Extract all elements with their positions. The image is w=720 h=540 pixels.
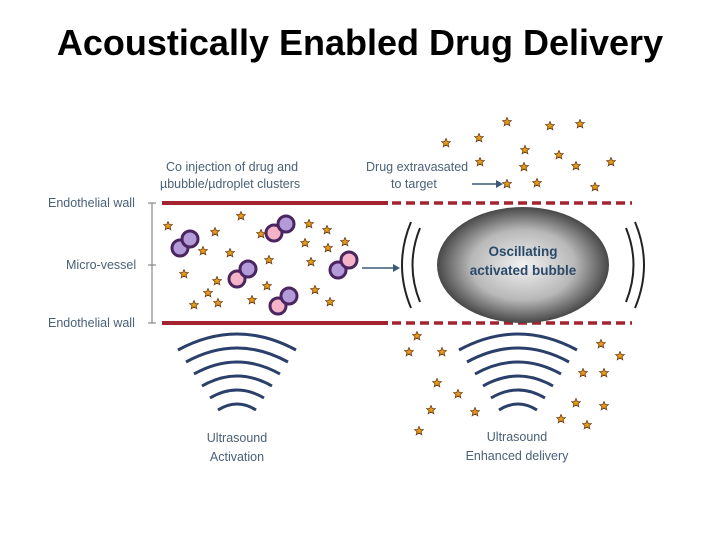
bubble-cluster xyxy=(268,286,299,316)
label-oscillating-1: Oscillating xyxy=(488,244,557,259)
drug-star-icon xyxy=(210,227,220,237)
microbubble-clusters xyxy=(170,214,359,316)
ultrasound-waves-right xyxy=(458,332,578,412)
vessel-bracket xyxy=(148,202,156,324)
drug-star-icon xyxy=(582,420,592,430)
extravasation-arrow xyxy=(472,180,503,188)
drug-star-icon xyxy=(596,339,606,349)
ultrasound-waves-left xyxy=(177,332,297,412)
drug-star-icon xyxy=(412,331,422,341)
drug-star-icon xyxy=(213,298,223,308)
drug-star-icon xyxy=(304,219,314,229)
drug-star-icon xyxy=(502,179,512,189)
drug-star-icon xyxy=(247,295,257,305)
bubble-cluster xyxy=(264,214,296,243)
drug-star-icon xyxy=(325,297,335,307)
drug-star-icon xyxy=(256,229,266,239)
bubble-cluster xyxy=(328,250,359,280)
bubble-cluster xyxy=(170,229,200,258)
drug-star-icon xyxy=(554,150,564,160)
label-oscillating-2: activated bubble xyxy=(470,263,577,278)
drug-star-icon xyxy=(575,119,585,129)
drug-star-icon xyxy=(163,221,173,231)
drug-star-icon xyxy=(225,248,235,258)
drug-star-icon xyxy=(322,225,332,235)
label-ultrasound-activation-2: Activation xyxy=(210,450,264,464)
drug-star-icon xyxy=(426,405,436,415)
slide-title: Acoustically Enabled Drug Delivery xyxy=(56,22,664,63)
drug-star-icon xyxy=(502,117,512,127)
drug-star-icon xyxy=(441,138,451,148)
drug-star-icon xyxy=(236,211,246,221)
drug-star-icon xyxy=(262,281,272,291)
label-drug-extravasated-1: Drug extravasated xyxy=(366,160,468,174)
label-co-injection-2: µbubble/µdroplet clusters xyxy=(160,177,300,191)
label-ultrasound-activation-1: Ultrasound xyxy=(207,431,267,445)
drug-star-icon xyxy=(323,243,333,253)
drug-star-icon xyxy=(590,182,600,192)
drug-star-icon xyxy=(300,238,310,248)
drug-star-icon xyxy=(599,368,609,378)
drug-star-icon xyxy=(404,347,414,357)
drug-star-icon xyxy=(264,255,274,265)
drug-star-icon xyxy=(545,121,555,131)
drug-star-icon xyxy=(432,378,442,388)
drug-star-icon xyxy=(203,288,213,298)
label-micro-vessel: Micro-vessel xyxy=(66,258,136,272)
drug-star-icon xyxy=(615,351,625,361)
drug-star-icon xyxy=(470,407,480,417)
drug-star-icon xyxy=(519,162,529,172)
drug-star-icon xyxy=(520,145,530,155)
drug-star-icon xyxy=(599,401,609,411)
bubble-cluster xyxy=(227,259,258,289)
drug-star-icon xyxy=(571,398,581,408)
drug-star-icon xyxy=(578,368,588,378)
oscillating-bubble xyxy=(401,207,645,323)
label-ultrasound-enhanced-2: Enhanced delivery xyxy=(466,449,570,463)
label-ultrasound-enhanced-1: Ultrasound xyxy=(487,430,547,444)
drug-star-icon xyxy=(198,246,208,256)
drug-star-icon xyxy=(475,157,485,167)
drug-star-icon xyxy=(474,133,484,143)
drug-star-icon xyxy=(179,269,189,279)
label-endothelial-wall-bottom: Endothelial wall xyxy=(48,316,135,330)
drug-star-icon xyxy=(556,414,566,424)
flow-arrow xyxy=(362,264,400,272)
drug-star-icon xyxy=(306,257,316,267)
drug-star-icon xyxy=(310,285,320,295)
drug-star-icon xyxy=(189,300,199,310)
drug-star-icon xyxy=(532,178,542,188)
drug-star-icon xyxy=(453,389,463,399)
label-co-injection-1: Co injection of drug and xyxy=(166,160,298,174)
drug-star-icon xyxy=(437,347,447,357)
drug-star-icon xyxy=(212,276,222,286)
drug-star-icon xyxy=(340,237,350,247)
drug-star-icon xyxy=(571,161,581,171)
label-drug-extravasated-2: to target xyxy=(391,177,437,191)
drug-star-icon xyxy=(606,157,616,167)
label-endothelial-wall-top: Endothelial wall xyxy=(48,196,135,210)
drug-star-icon xyxy=(414,426,424,436)
